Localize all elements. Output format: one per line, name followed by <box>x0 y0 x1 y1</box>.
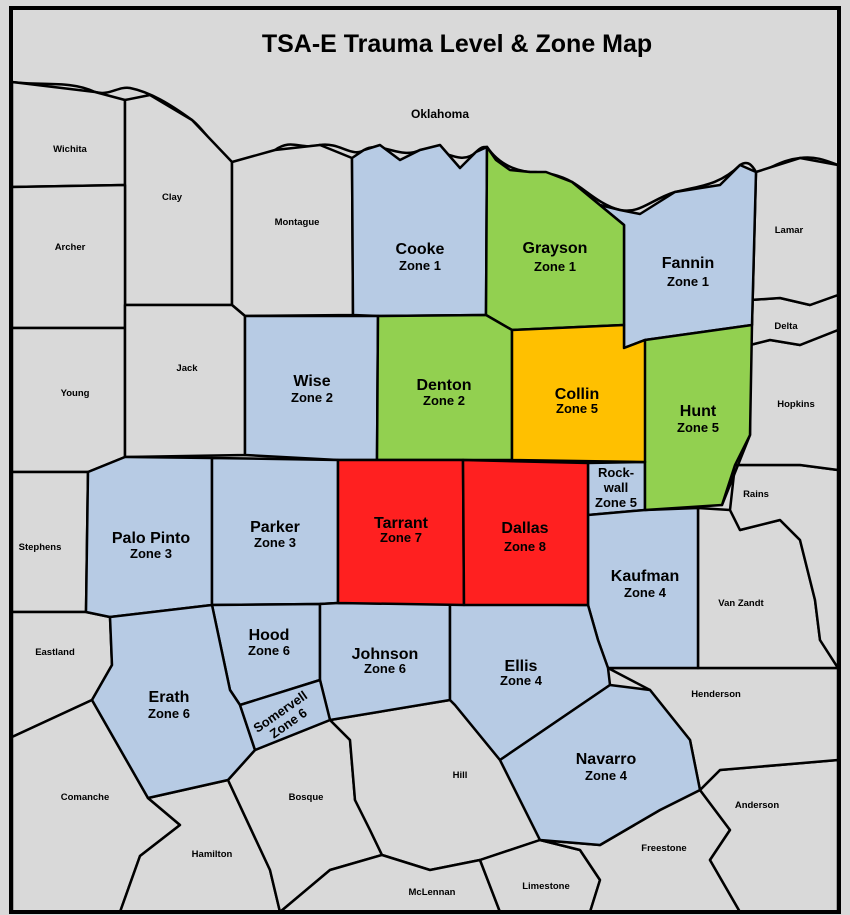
label-bosque: Bosque <box>289 792 324 803</box>
label-cooke-name: Cooke <box>396 241 445 258</box>
label-dallas-name: Dallas <box>501 520 548 537</box>
label-anderson: Anderson <box>735 800 780 811</box>
label-young: Young <box>61 388 90 399</box>
label-collin-name: Collin <box>555 386 599 403</box>
label-palo-pinto-zone: Zone 3 <box>130 546 172 561</box>
label-rockwall-zone: Zone 5 <box>595 495 637 510</box>
label-wise-name: Wise <box>293 373 330 390</box>
label-denton-zone: Zone 2 <box>423 393 465 408</box>
label-lamar: Lamar <box>775 225 804 236</box>
map-frame <box>9 6 841 914</box>
label-grayson-zone: Zone 1 <box>534 259 576 274</box>
county-wichita[interactable] <box>10 80 127 189</box>
county-dallas[interactable] <box>461 458 590 607</box>
county-somervell[interactable] <box>238 678 332 752</box>
label-hood-zone: Zone 6 <box>248 643 290 658</box>
label-tarrant-name: Tarrant <box>374 515 429 532</box>
label-navarro-zone: Zone 4 <box>585 768 628 783</box>
label-erath-zone: Zone 6 <box>148 706 190 721</box>
label-hunt-zone: Zone 5 <box>677 420 719 435</box>
label-stephens: Stephens <box>19 542 62 553</box>
state-label: Oklahoma <box>411 107 469 121</box>
label-tarrant-zone: Zone 7 <box>380 530 422 545</box>
label-erath-name: Erath <box>149 689 190 706</box>
label-grayson-name: Grayson <box>523 240 588 257</box>
label-fannin-name: Fannin <box>662 255 714 272</box>
map-title: TSA-E Trauma Level & Zone Map <box>262 30 652 58</box>
county-erath[interactable] <box>90 603 257 800</box>
label-archer: Archer <box>55 242 86 253</box>
label-van-zandt: Van Zandt <box>718 598 764 609</box>
label-rockwall-name-1: Rock- <box>598 465 634 480</box>
county-archer[interactable] <box>10 183 127 330</box>
label-delta: Delta <box>774 321 798 332</box>
county-navarro[interactable] <box>498 683 702 847</box>
label-mclennan: McLennan <box>409 887 456 898</box>
label-dallas-zone: Zone 8 <box>504 539 546 554</box>
label-clay: Clay <box>162 192 183 203</box>
label-montague: Montague <box>275 217 320 228</box>
label-hopkins: Hopkins <box>777 399 814 410</box>
label-freestone: Freestone <box>641 843 686 854</box>
label-henderson: Henderson <box>691 689 741 700</box>
label-comanche: Comanche <box>61 792 110 803</box>
county-hunt[interactable] <box>622 323 754 512</box>
label-hamilton: Hamilton <box>192 849 233 860</box>
county-cooke[interactable] <box>350 143 489 318</box>
label-parker-zone: Zone 3 <box>254 535 296 550</box>
label-cooke-zone: Zone 1 <box>399 258 441 273</box>
label-parker-name: Parker <box>250 519 300 536</box>
label-rockwall-name-2: wall <box>603 480 629 495</box>
label-eastland: Eastland <box>35 647 75 658</box>
label-wichita: Wichita <box>53 144 87 155</box>
label-hunt-name: Hunt <box>680 403 717 420</box>
label-palo-pinto-name: Palo Pinto <box>112 530 190 547</box>
label-johnson-zone: Zone 6 <box>364 661 406 676</box>
label-jack: Jack <box>176 363 198 374</box>
label-wise-zone: Zone 2 <box>291 390 333 405</box>
label-limestone: Limestone <box>522 881 570 892</box>
label-kaufman-name: Kaufman <box>611 568 679 585</box>
label-johnson-name: Johnson <box>352 646 419 663</box>
county-young[interactable] <box>10 326 127 474</box>
label-navarro-name: Navarro <box>576 751 637 768</box>
label-rains: Rains <box>743 489 769 500</box>
label-hood-name: Hood <box>249 627 290 644</box>
county-lamar[interactable] <box>748 156 840 327</box>
label-ellis-zone: Zone 4 <box>500 673 543 688</box>
label-collin-zone: Zone 5 <box>556 401 598 416</box>
county-montague[interactable] <box>230 143 355 318</box>
label-denton-name: Denton <box>416 377 471 394</box>
label-hill: Hill <box>453 770 468 781</box>
label-fannin-zone: Zone 1 <box>667 274 709 289</box>
label-kaufman-zone: Zone 4 <box>624 585 667 600</box>
county-jack[interactable] <box>123 303 247 459</box>
label-ellis-name: Ellis <box>505 658 538 675</box>
